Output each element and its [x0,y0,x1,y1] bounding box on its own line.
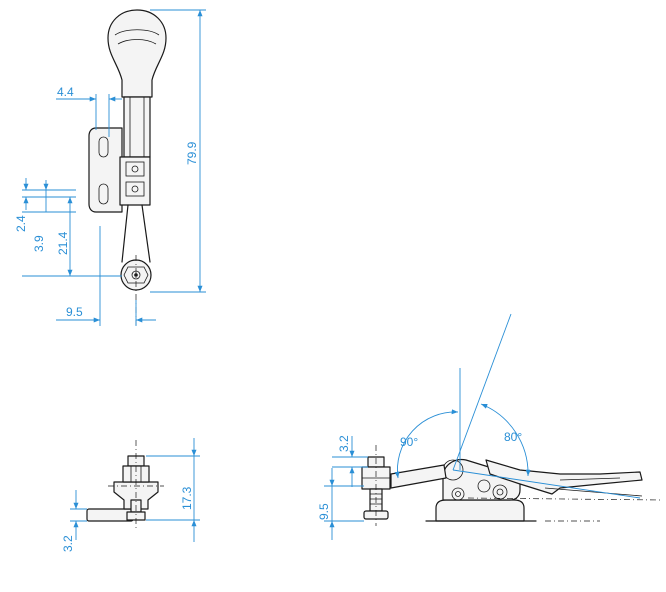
svg-text:17.3: 17.3 [180,486,194,510]
dim-4-4: 4.4 [56,85,122,137]
handle-shaft [123,96,151,158]
top-view: 79.9 4.4 2.4 3.9 21.4 [14,9,206,326]
arc-80 [480,403,531,477]
dim-79-9: 79.9 [150,9,206,293]
dim-3-2-side: 3.2 [332,435,368,487]
svg-text:3.2: 3.2 [61,535,75,552]
dim-9-5-side: 9.5 [317,468,364,540]
front-base-plate [86,508,134,522]
svg-text:4.4: 4.4 [57,85,74,99]
svg-text:9.5: 9.5 [66,305,83,319]
arc-90 [394,409,459,479]
base-plate [88,127,123,213]
slot-lower [98,183,109,205]
slot-upper [98,136,109,158]
side-arm [390,464,447,489]
svg-text:90°: 90° [400,435,418,449]
svg-text:3.9: 3.9 [32,235,46,252]
svg-text:3.2: 3.2 [337,435,351,452]
side-base [435,499,525,522]
dim-3-2-front: 3.2 [61,490,87,552]
svg-text:21.4: 21.4 [56,231,70,255]
side-handle [485,459,643,495]
svg-text:9.5: 9.5 [317,503,331,520]
handle-grip [107,9,167,98]
svg-text:80°: 80° [504,430,522,444]
clamp-arm [121,204,151,263]
dim-9-5-top: 9.5 [56,226,156,326]
front-view: 17.3 3.2 [61,438,200,552]
dim-17-3: 17.3 [146,438,200,542]
pivot-body [119,156,151,206]
svg-text:2.4: 2.4 [14,215,28,232]
dim-offsets: 2.4 3.9 21.4 [14,178,122,277]
svg-text:79.9: 79.9 [185,141,199,165]
side-view: 90° 80° 3.2 9.5 [317,313,661,540]
